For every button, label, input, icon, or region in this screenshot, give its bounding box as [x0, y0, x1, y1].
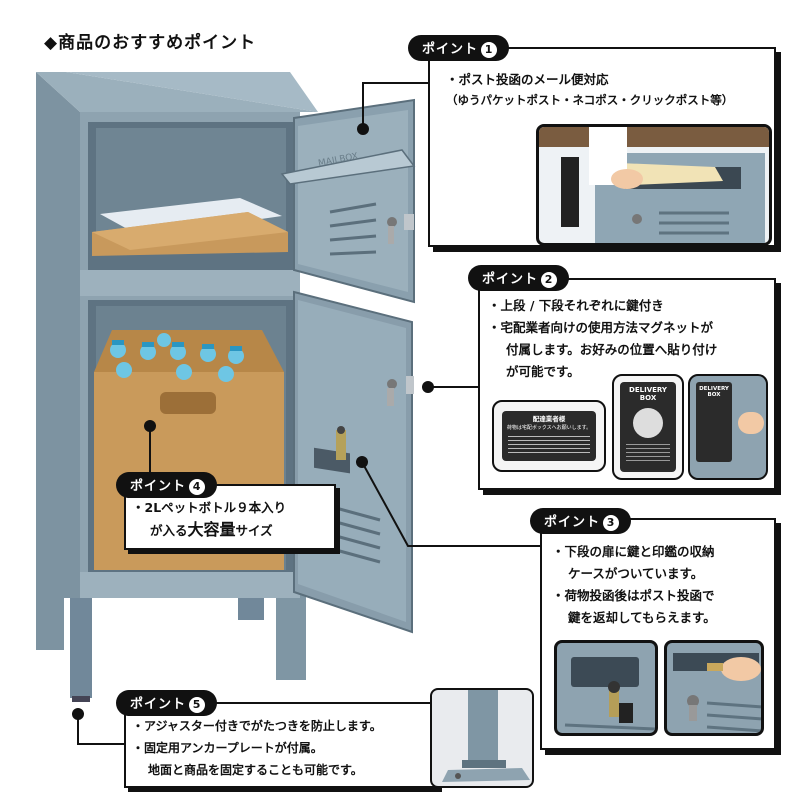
magnet-card-1-subtitle: 荷物は宅配ボックスへお願いします。	[506, 425, 592, 431]
point-3-line-4: 鍵を返却してもらえます。	[568, 610, 716, 625]
point-5-number: 5	[189, 697, 206, 713]
point-1-photo-mail-slot	[536, 124, 772, 246]
magnet-card-1-title: 配達業者様	[532, 415, 566, 423]
point-3-photo-key-case	[554, 640, 658, 736]
back-left-leg	[70, 580, 92, 698]
point-1-number: 1	[481, 42, 498, 58]
point-2-number: 2	[541, 272, 558, 288]
locker-top	[36, 72, 318, 112]
point-1-line-2: （ゆうパケットポスト・ネコポス・クリックポスト等）	[446, 93, 734, 107]
point-4-number: 4	[189, 479, 206, 495]
point-2-line-1: ・上段 / 下段それぞれに鍵付き	[488, 298, 664, 313]
locker-side	[36, 72, 80, 650]
point-5-line-3: 地面と商品を固定することも可能です。	[148, 763, 363, 777]
point-3-line-2: ケースがついています。	[568, 566, 704, 581]
point-4-line-1: ・2Lペットボトル９本入り	[132, 500, 287, 515]
magnet-card-3: DELIVERY BOX	[688, 374, 768, 480]
point-5-callout	[124, 702, 438, 788]
point-4-line-2: が入る大容量サイズ	[150, 520, 273, 541]
point-3-label: ポイント	[544, 515, 601, 530]
page-heading: ◆商品のおすすめポイント	[44, 33, 257, 53]
point-4-label: ポイント	[130, 479, 187, 494]
point-2-line-4: が可能です。	[506, 364, 580, 379]
point-4-line-2-pre: が入る	[150, 523, 188, 538]
point-4-line-2-post: サイズ	[235, 523, 273, 538]
mail-slot-flap	[280, 149, 416, 185]
point-5-photo-adjuster	[430, 688, 534, 788]
point-1-line-1: ・ポスト投函のメール便対応	[446, 72, 609, 87]
magnet-card-2-title: DELIVERY	[629, 386, 667, 394]
point-1-label: ポイント	[422, 42, 479, 57]
point-5-line-1: ・アジャスター付きでがたつきを防止します。	[132, 719, 382, 733]
point-3-photo-key-return	[664, 640, 764, 736]
point-2-line-2: ・宅配業者向けの使用方法マグネットが	[488, 320, 714, 335]
point-3-number: 3	[603, 515, 620, 531]
magnet-card-3-subtitle: BOX	[707, 392, 721, 398]
point-3-line-3: ・荷物投函後はポスト投函で	[552, 588, 715, 603]
magnet-card-3-title: DELIVERY	[699, 386, 729, 392]
point-5-label: ポイント	[130, 697, 187, 712]
magnet-card-2-subtitle: BOX	[639, 394, 657, 402]
point-3-line-1: ・下段の扉に鍵と印鑑の収納	[552, 544, 715, 559]
magnet-card-2: DELIVERY BOX	[612, 374, 684, 480]
point-5-line-2: ・固定用アンカープレートが付属。	[132, 741, 323, 755]
point-2-label: ポイント	[482, 272, 539, 287]
magnet-card-1: 配達業者様 荷物は宅配ボックスへお願いします。	[492, 400, 606, 472]
point-2-line-3: 付属します。お好みの位置へ貼り付け	[506, 342, 718, 357]
point-4-large-capacity: 大容量	[187, 520, 236, 539]
